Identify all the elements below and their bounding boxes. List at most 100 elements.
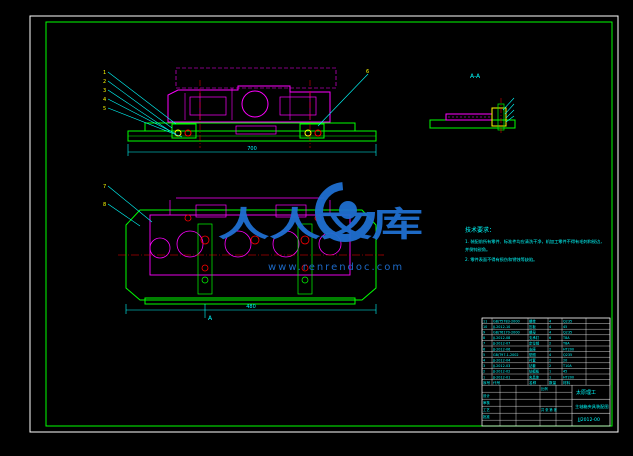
parts-list-cell: 20 — [563, 359, 567, 363]
clamp-right — [299, 123, 325, 139]
parts-list-cell: 2 — [549, 347, 551, 351]
leader-number: 4 — [103, 97, 106, 103]
watermark-url: www.renrendoc.com — [268, 262, 404, 273]
plan-workpiece — [149, 214, 351, 276]
front-view: 700 1 2 3 4 5 6 — [103, 67, 377, 156]
section-base — [429, 119, 516, 129]
parts-list-cell: 夹具体 — [529, 374, 540, 379]
sheet-label: 共 张 第 张 — [541, 407, 558, 412]
parts-list-cell: 11 — [483, 319, 487, 323]
workpiece-outline — [167, 85, 331, 123]
parts-list-cell: 定位销 — [529, 341, 540, 346]
section-marker: A — [208, 315, 213, 322]
parts-list-cell: Q235 — [563, 319, 572, 323]
parts-list-cell: JJ-2012-03 — [492, 364, 510, 368]
parts-list-cell: HT200 — [563, 375, 574, 379]
dimension-text-bottom: 480 — [246, 304, 256, 310]
parts-list-cell: GB/T97.1-2002 — [493, 353, 519, 357]
watermark-logo-dot — [339, 201, 357, 219]
parts-list-cell: 衬套 — [529, 358, 536, 363]
note-line: 2. 零件表面不得有损伤和锈蚀等缺陷。 — [465, 256, 537, 263]
sign-label: 工艺 — [483, 407, 490, 412]
fixture-body — [144, 122, 356, 132]
parts-list-cell: JJ-2012-01 — [492, 375, 510, 379]
section-view: A-A — [429, 73, 516, 134]
parts-list-cell: JJ-2012-02 — [492, 370, 510, 374]
fixture-base-outline — [125, 209, 377, 301]
parts-list-header: 数量 — [549, 380, 557, 385]
note-line: 并倒钝锐角。 — [465, 246, 490, 253]
parts-list-cell: 垫圈 — [529, 352, 536, 357]
parts-list-cell: HT200 — [563, 347, 574, 351]
leader-number: 5 — [103, 106, 106, 112]
technical-notes: 技术要求： 1. 装配前所有零件、标准件均应清洗干净，机加工零件不得有毛刺和锐边… — [465, 226, 604, 263]
parts-list-cell: T10A — [562, 364, 572, 368]
dimension-text-top: 700 — [247, 146, 257, 152]
parts-list-cell: JJ-2012-08 — [492, 336, 510, 340]
parts-list-cell: 4 — [549, 325, 551, 329]
sign-label: 审核 — [483, 400, 490, 405]
note-line: 1. 装配前所有零件、标准件均应清洗干净，机加工零件不得有毛刺和锐边， — [465, 238, 604, 245]
parts-list-cell: 1 — [549, 370, 551, 374]
parts-list-header: 代号 — [493, 380, 501, 385]
parts-list-cell: 45 — [563, 325, 567, 329]
parts-list-cell: JJ-2012-07 — [492, 342, 510, 346]
plan-view: A 480 7 8 — [103, 184, 384, 322]
bore-circle — [241, 90, 269, 118]
parts-list-cell: Q235 — [563, 331, 572, 335]
scale-label: 比例 — [541, 386, 548, 391]
notes-title: 技术要求： — [465, 226, 495, 234]
watermark-logo-ring — [315, 182, 375, 242]
sign-label: 批准 — [483, 414, 490, 419]
school-name: 太原理工 — [576, 389, 596, 396]
parts-list-cell: 2 — [483, 370, 485, 374]
parts-list-cell: 4 — [483, 359, 485, 363]
drawing-title: 主轴箱夹具装配图 — [575, 403, 609, 410]
outer-border — [29, 15, 619, 433]
parts-list-header: 序号 — [483, 380, 491, 385]
section-label: A-A — [470, 73, 481, 80]
parts-list-cell: T8A — [562, 342, 570, 346]
parts-list-cell: 1 — [549, 375, 551, 379]
leader-number: 1 — [103, 70, 106, 76]
parts-list-cell: T8A — [562, 336, 570, 340]
parts-list-cell: 钻套 — [529, 363, 536, 368]
parts-list-cell: 4 — [549, 319, 551, 323]
parts-list-cell: 2 — [549, 359, 551, 363]
drawing-number: JJ2012-00 — [577, 417, 600, 423]
parts-list-cell: 9 — [483, 331, 485, 335]
parts-list-cell: JJ-2012-06 — [492, 347, 510, 351]
parts-list-cell: 3 — [483, 364, 485, 368]
watermark: 人人文库 www.renrendoc.com — [218, 182, 423, 273]
parts-list-header: 材料 — [563, 380, 571, 385]
clamp-left — [171, 123, 197, 139]
parts-list-cell: 螺母 — [529, 330, 536, 335]
parts-list-cell: 8 — [483, 336, 485, 340]
parts-list-cell: 2 — [549, 364, 551, 368]
leader-number: 7 — [103, 184, 106, 190]
parts-list-cell: Q235 — [563, 353, 572, 357]
parts-list-cell: GB/T6170-2000 — [493, 331, 520, 335]
parts-list-cell: 1 — [483, 375, 485, 379]
inner-border — [45, 21, 613, 427]
parts-list-cell: 4 — [549, 331, 551, 335]
parts-list-cell: 7 — [483, 342, 485, 346]
parts-list-cell: 10 — [483, 325, 487, 329]
leader-number: 8 — [103, 202, 106, 208]
parts-list-cell: 压板 — [529, 324, 536, 329]
parts-list-cell: 钻模板 — [529, 369, 540, 374]
parts-list-cell: 6 — [483, 347, 485, 351]
parts-list-cell: 5 — [483, 353, 485, 357]
parts-list-cell: 45 — [563, 370, 567, 374]
hidden-outline — [175, 67, 337, 89]
sign-label: 设计 — [483, 393, 490, 398]
leader-number: 3 — [103, 88, 106, 94]
parts-list-cell: 螺栓 — [529, 318, 536, 323]
parts-list-cell: GB/T5783-2000 — [493, 319, 520, 323]
parts-list-cell: 支承钉 — [529, 335, 540, 340]
leader-number: 2 — [103, 79, 106, 85]
parts-list-cell: 6 — [549, 336, 551, 340]
leader-number: 6 — [366, 69, 369, 75]
